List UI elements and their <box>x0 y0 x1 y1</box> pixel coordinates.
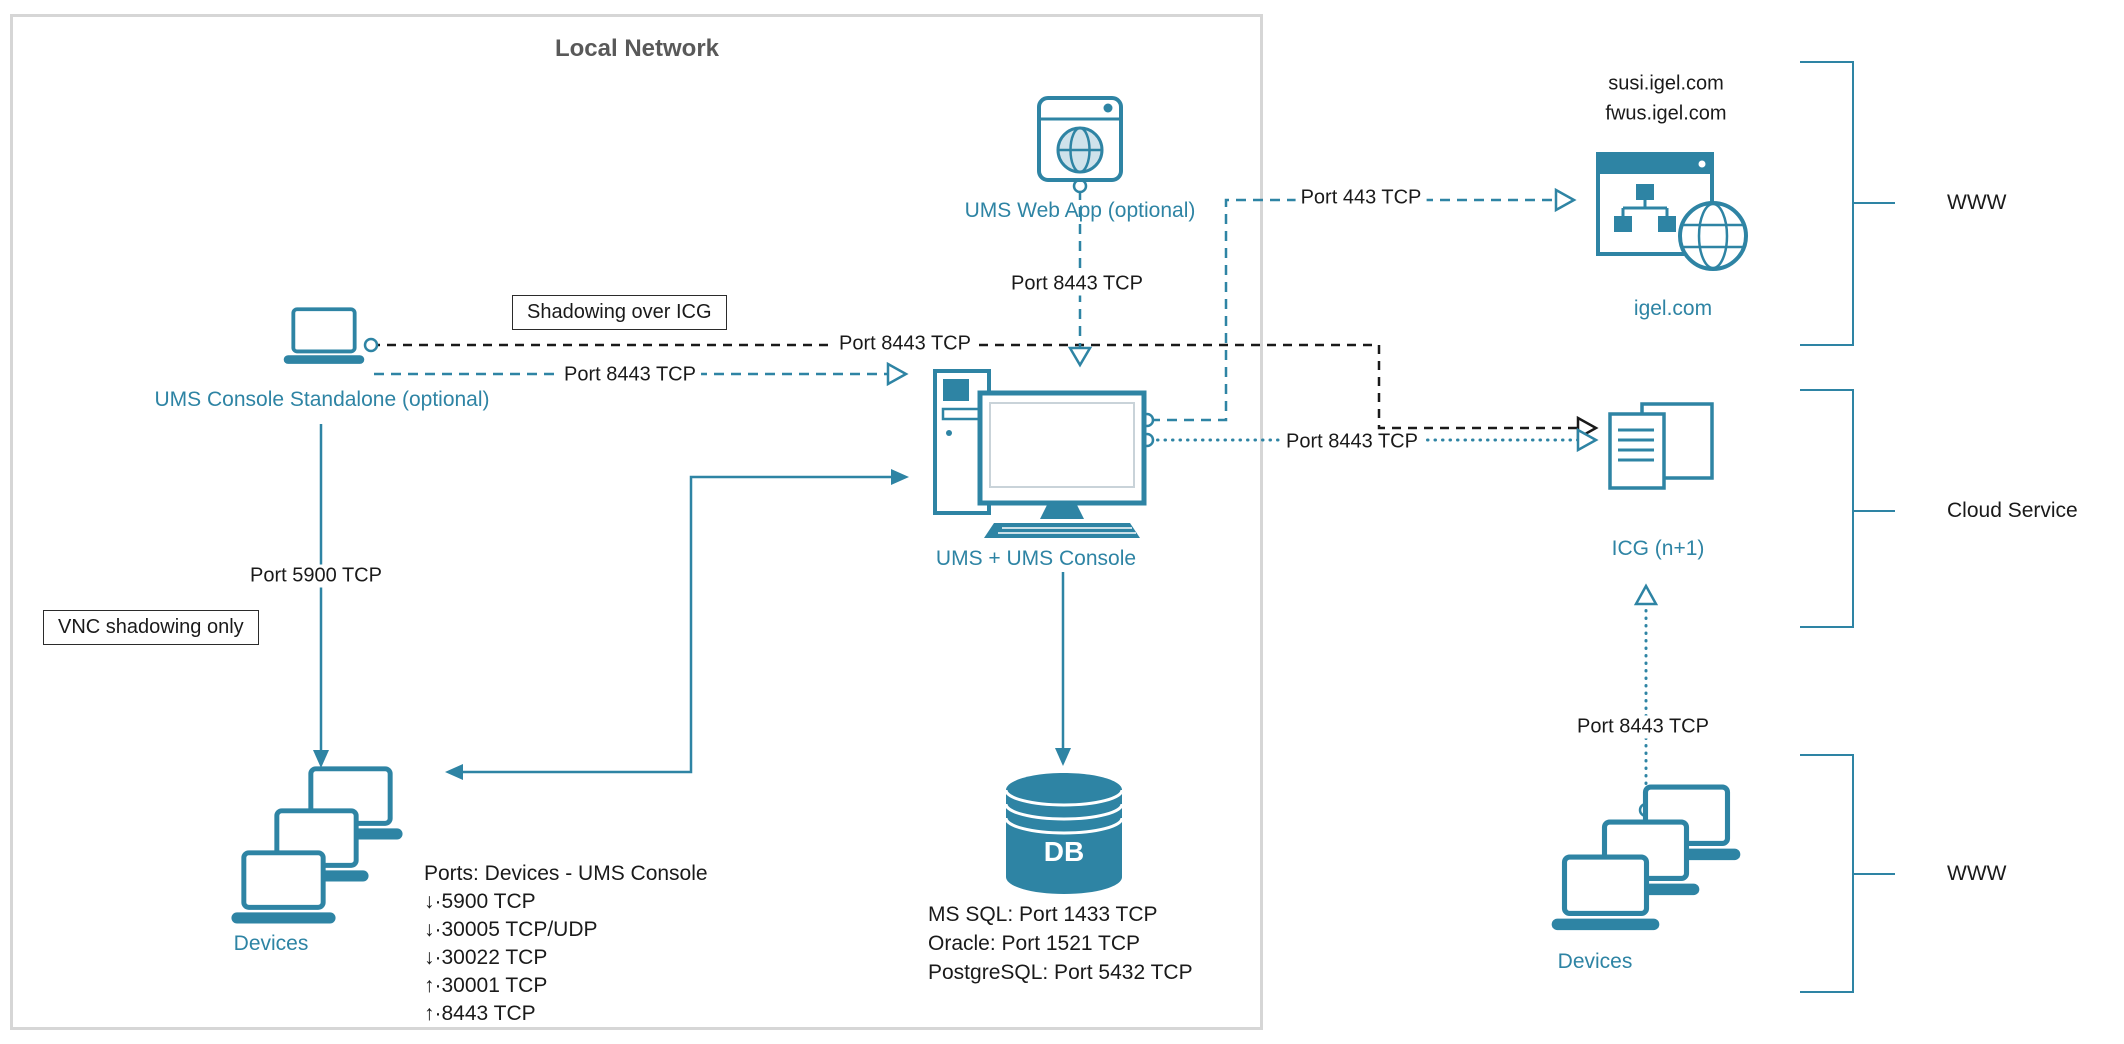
port-label-devices-icg: Port 8443 TCP <box>1572 715 1714 739</box>
callout-vnc-shadowing-only: VNC shadowing only <box>43 610 259 645</box>
db-ports-line: MS SQL: Port 1433 TCP <box>928 903 1158 926</box>
edge-devices-icg-arrowhead <box>1633 583 1659 606</box>
port-label-ums-icg: Port 8443 TCP <box>1281 430 1423 454</box>
ports-list-item: ↓·30005 TCP/UDP <box>424 916 708 944</box>
igel-domain-fwus: fwus.igel.com <box>1605 102 1727 125</box>
icg-icon <box>1608 402 1714 490</box>
port-direction-icon: ↓· <box>424 890 442 913</box>
port-text: 30022 TCP <box>441 946 548 969</box>
db-ports-list: MS SQL: Port 1433 TCP Oracle: Port 1521 … <box>928 900 1193 987</box>
db-label: DB <box>1043 836 1085 867</box>
db-ports-line: PostgreSQL: Port 5432 TCP <box>928 961 1193 984</box>
ums-web-app-label: UMS Web App (optional) <box>964 199 1196 222</box>
port-label-ums-igel: Port 443 TCP <box>1295 186 1427 210</box>
igel-com-label: igel.com <box>1633 297 1713 320</box>
edge-ums-igel-arrowhead <box>1554 187 1577 213</box>
devices-left-icon <box>224 765 414 931</box>
devices-right-icon <box>1544 783 1748 938</box>
port-label-webapp-ums: Port 8443 TCP <box>1006 272 1148 296</box>
database-icon <box>1004 773 1124 894</box>
port-direction-icon: ↓· <box>424 946 442 969</box>
edge-shadowing-arrowhead <box>1576 415 1599 441</box>
ports-list: Ports: Devices - UMS Console ↓·5900 TCP … <box>424 860 708 1028</box>
ums-web-app-icon <box>1037 96 1123 182</box>
zone-label-cloud-service: Cloud Service <box>1947 499 2078 522</box>
callout-shadowing-over-icg: Shadowing over ICG <box>512 295 727 330</box>
bracket-www-top <box>1800 61 1895 346</box>
port-direction-icon: ↑· <box>424 1002 442 1025</box>
port-label-shadowing: Port 8443 TCP <box>834 332 976 356</box>
ums-console-standalone-icon <box>281 307 367 366</box>
port-text: 5900 TCP <box>441 890 536 913</box>
devices-left-label: Devices <box>233 932 309 955</box>
devices-right-label: Devices <box>1557 950 1633 973</box>
port-direction-icon: ↑· <box>424 974 442 997</box>
db-ports-line: Oracle: Port 1521 TCP <box>928 932 1141 955</box>
icg-label: ICG (n+1) <box>1611 537 1705 560</box>
port-text: 8443 TCP <box>441 1002 536 1025</box>
port-label-standalone-ums: Port 8443 TCP <box>559 363 701 387</box>
ports-list-item: ↓·30022 TCP <box>424 944 708 972</box>
local-network-title: Local Network <box>554 35 720 62</box>
bracket-cloud-service <box>1800 389 1895 628</box>
port-direction-icon: ↓· <box>424 918 442 941</box>
zone-label-www-bottom: WWW <box>1947 862 2007 885</box>
igel-com-icon <box>1596 152 1748 271</box>
zone-label-www-top: WWW <box>1947 191 2007 214</box>
ports-list-item: ↑·8443 TCP <box>424 1000 708 1028</box>
port-text: 30005 TCP/UDP <box>441 918 598 941</box>
ums-label: UMS + UMS Console <box>935 547 1137 570</box>
ports-list-item: ↑·30001 TCP <box>424 972 708 1000</box>
ports-list-title: Ports: Devices - UMS Console <box>424 862 708 885</box>
ums-server-icon <box>933 369 1147 538</box>
igel-domain-susi: susi.igel.com <box>1608 72 1724 95</box>
bracket-www-bottom <box>1800 754 1895 993</box>
ports-list-item: ↓·5900 TCP <box>424 888 708 916</box>
port-label-standalone-devices: Port 5900 TCP <box>245 564 387 588</box>
edge-ums-icg-arrowhead <box>1576 427 1599 453</box>
port-text: 30001 TCP <box>441 974 548 997</box>
ums-console-standalone-label: UMS Console Standalone (optional) <box>154 388 490 411</box>
